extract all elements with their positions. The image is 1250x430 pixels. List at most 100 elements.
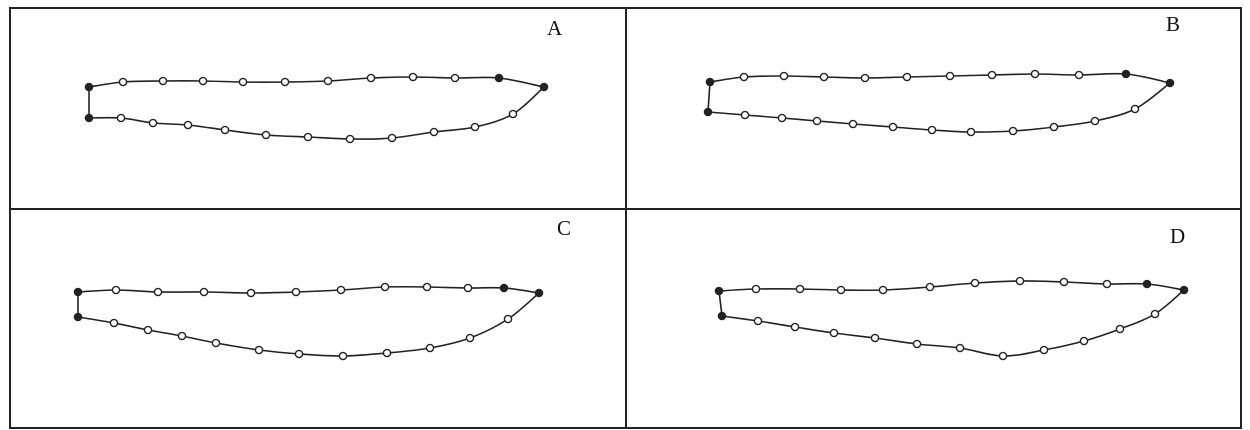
semilandmark-point (450, 73, 460, 83)
panel-d: D (714, 224, 1189, 361)
semilandmark-point (1008, 126, 1018, 136)
fixed-landmark-point (73, 287, 83, 297)
semilandmark-point (888, 122, 898, 132)
panel-b-left-edge (707, 81, 711, 113)
semilandmark-point (153, 287, 163, 297)
semilandmark-point (970, 278, 980, 288)
semilandmark-point (1049, 122, 1059, 132)
semilandmark-point (470, 122, 480, 132)
semilandmark-point (158, 76, 168, 86)
semilandmark-point (254, 345, 264, 355)
fixed-landmark-point (534, 288, 544, 298)
semilandmark-point (323, 76, 333, 86)
semilandmark-point (382, 348, 392, 358)
fixed-landmark-point (1121, 69, 1131, 79)
semilandmark-point (848, 119, 858, 129)
semilandmark-point (795, 284, 805, 294)
semilandmark-point (925, 282, 935, 292)
semilandmark-point (116, 113, 126, 123)
fixed-landmark-point (494, 73, 504, 83)
semilandmark-point (503, 314, 513, 324)
fixed-landmark-point (84, 113, 94, 123)
semilandmark-point (111, 285, 121, 295)
panel-d-outline (714, 276, 1189, 361)
panel-c-bottom-edge (77, 292, 540, 357)
semilandmark-point (1102, 279, 1112, 289)
fixed-landmark-point (703, 107, 713, 117)
semilandmark-point (177, 331, 187, 341)
panel-c: C (73, 216, 571, 361)
semilandmark-point (870, 333, 880, 343)
semilandmark-point (183, 120, 193, 130)
semilandmark-point (422, 282, 432, 292)
semilandmark-point (1074, 70, 1084, 80)
semilandmark-point (790, 322, 800, 332)
semilandmark-point (380, 282, 390, 292)
fixed-landmark-point (1179, 285, 1189, 295)
panel-a-top-edge (88, 76, 545, 88)
semilandmark-point (1030, 69, 1040, 79)
semilandmark-point (211, 338, 221, 348)
semilandmark-point (118, 77, 128, 87)
semilandmark-point (238, 77, 248, 87)
fixed-landmark-point (714, 286, 724, 296)
semilandmark-point (1150, 309, 1160, 319)
semilandmark-point (927, 125, 937, 135)
semilandmark-point (425, 343, 435, 353)
semilandmark-point (1130, 104, 1140, 114)
fixed-landmark-point (705, 77, 715, 87)
fixed-landmark-point (1142, 279, 1152, 289)
fixed-landmark-point (499, 283, 509, 293)
panel-d-label: D (1170, 224, 1185, 248)
semilandmark-point (912, 339, 922, 349)
semilandmark-point (280, 77, 290, 87)
semilandmark-point (966, 127, 976, 137)
semilandmark-point (220, 125, 230, 135)
semilandmark-point (1059, 277, 1069, 287)
semilandmark-point (945, 71, 955, 81)
semilandmark-point (878, 285, 888, 295)
semilandmark-point (998, 351, 1008, 361)
panel-a: A (84, 16, 563, 144)
panel-d-bottom-edge (721, 289, 1185, 357)
semilandmark-point (508, 109, 518, 119)
semilandmark-point (408, 72, 418, 82)
panel-d-top-edge (718, 280, 1185, 292)
panel-b-bottom-edge (707, 82, 1171, 133)
semilandmark-point (261, 130, 271, 140)
semilandmark-point (148, 118, 158, 128)
semilandmark-point (1090, 116, 1100, 126)
fixed-landmark-point (73, 312, 83, 322)
panel-b-top-edge (709, 72, 1171, 84)
fixed-landmark-point (539, 82, 549, 92)
panel-c-outline (73, 282, 544, 361)
semilandmark-point (829, 328, 839, 338)
semilandmark-point (345, 134, 355, 144)
semilandmark-point (198, 76, 208, 86)
semilandmark-point (366, 73, 376, 83)
semilandmark-point (1079, 336, 1089, 346)
panel-b-outline (703, 69, 1175, 137)
semilandmark-point (751, 284, 761, 294)
semilandmark-point (294, 349, 304, 359)
semilandmark-point (291, 287, 301, 297)
semilandmark-point (860, 73, 870, 83)
semilandmark-point (1115, 324, 1125, 334)
semilandmark-point (338, 351, 348, 361)
semilandmark-point (1015, 276, 1025, 286)
semilandmark-point (819, 72, 829, 82)
semilandmark-point (955, 343, 965, 353)
semilandmark-point (812, 116, 822, 126)
semilandmark-point (1039, 345, 1049, 355)
semilandmark-point (902, 72, 912, 82)
semilandmark-point (246, 288, 256, 298)
semilandmark-point (199, 287, 209, 297)
semilandmark-point (143, 325, 153, 335)
semilandmark-point (987, 70, 997, 80)
panel-c-label: C (557, 216, 571, 240)
semilandmark-point (303, 132, 313, 142)
panel-a-outline (84, 72, 549, 144)
fixed-landmark-point (84, 82, 94, 92)
semilandmark-point (739, 72, 749, 82)
